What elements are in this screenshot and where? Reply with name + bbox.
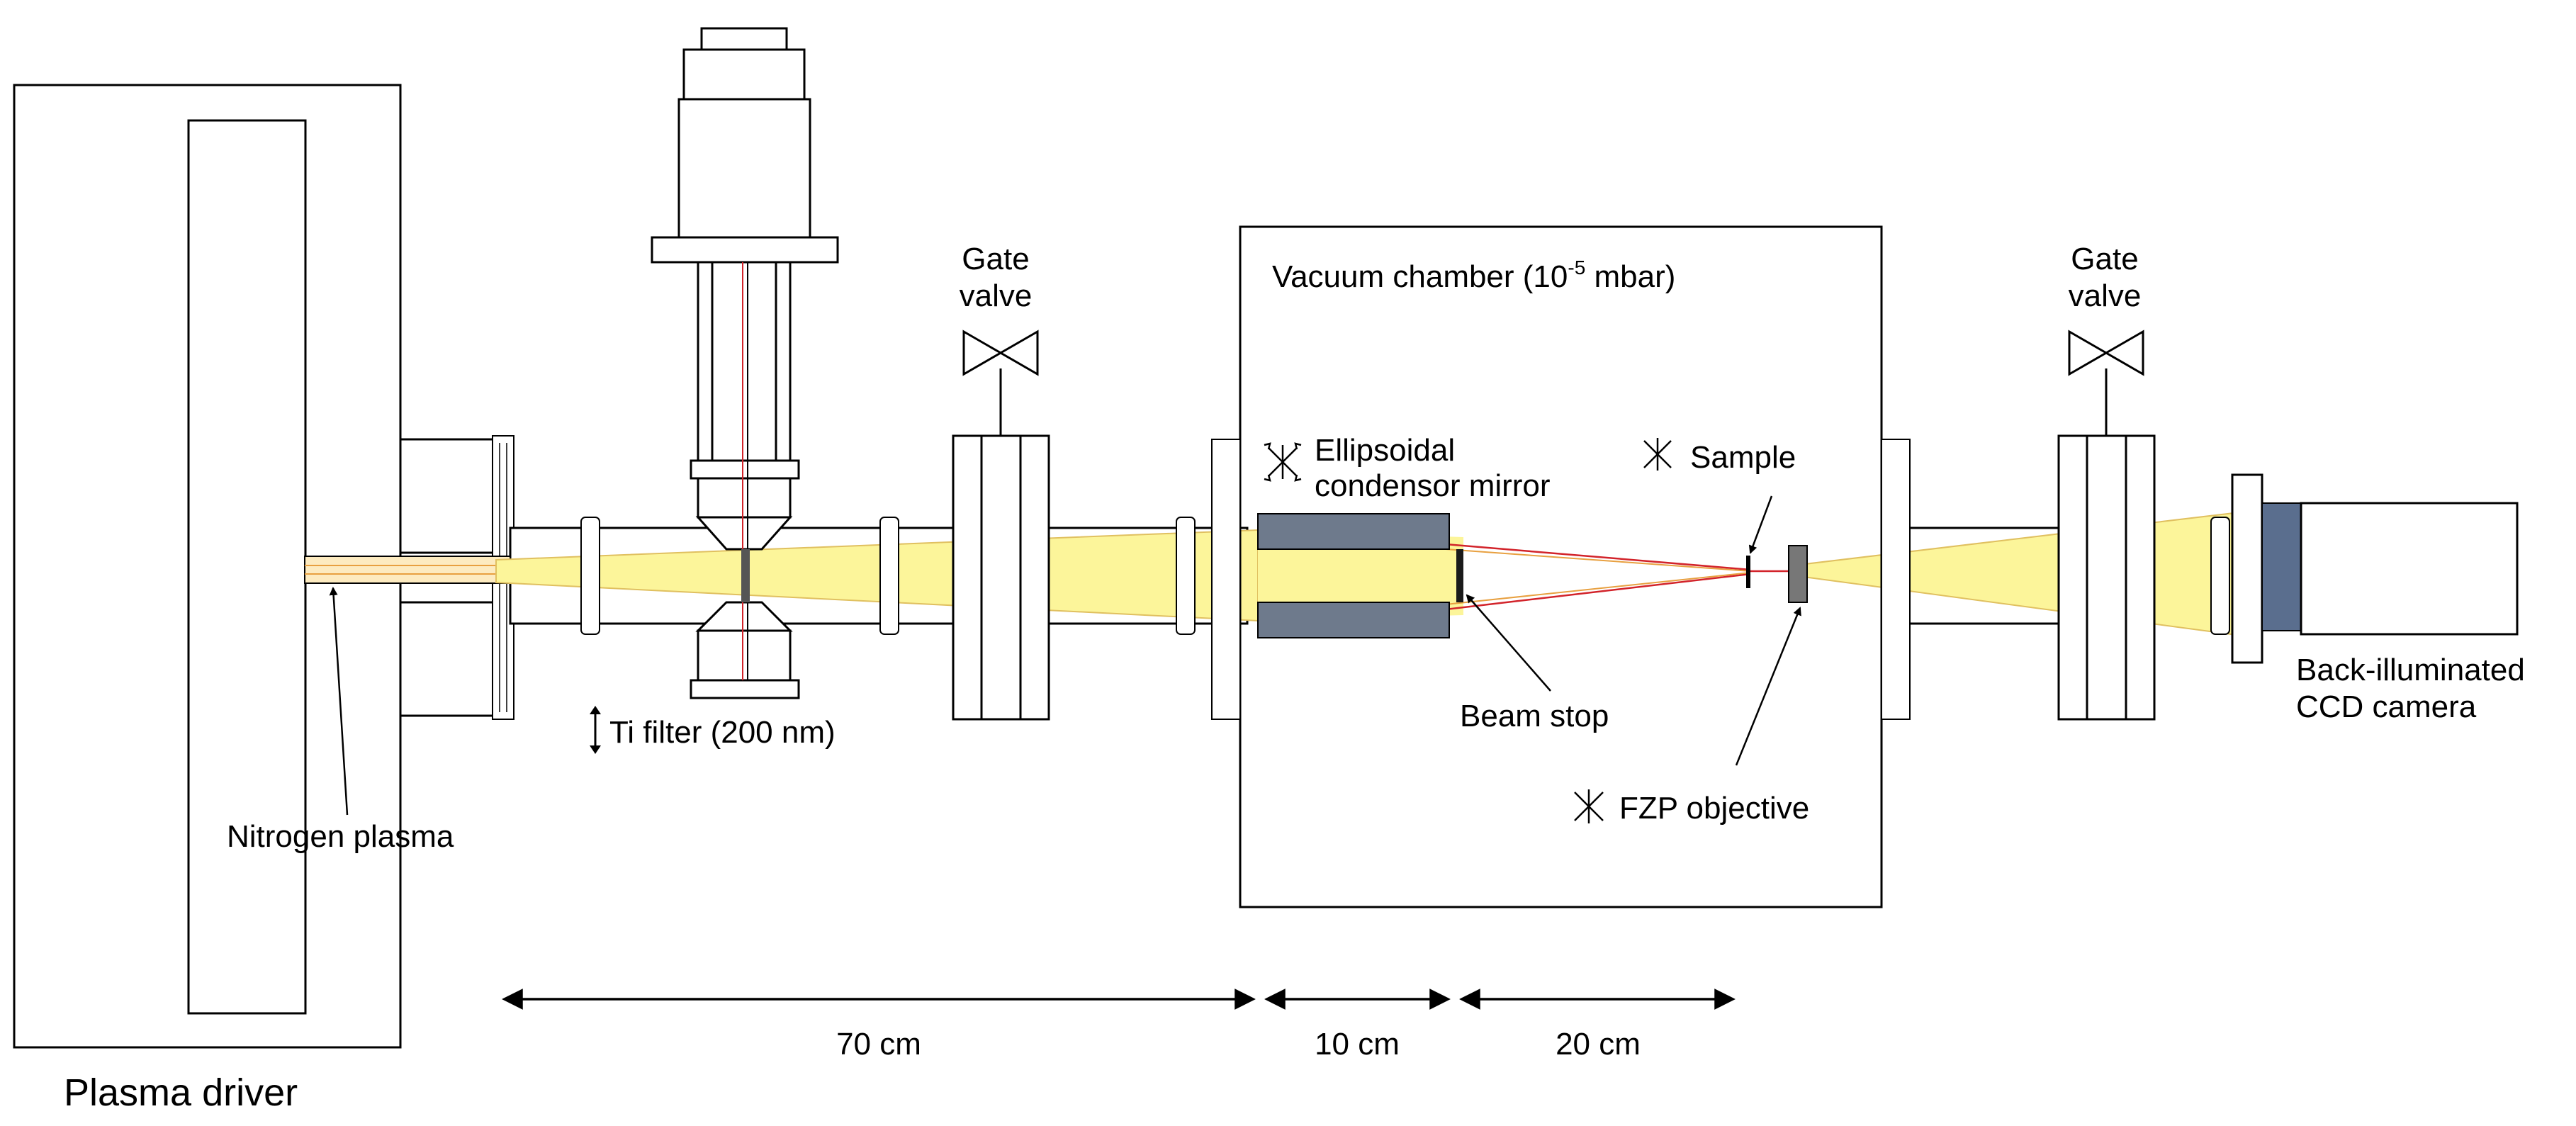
gate-valve-right	[2057, 330, 2156, 721]
fzp-objective	[1788, 545, 1808, 603]
nitrogen-plasma-hose	[304, 556, 511, 584]
sample-arrow	[1748, 495, 1773, 554]
dimension-label-20cm: 20 cm	[1556, 1027, 1641, 1062]
gate-valve-left-label-1: Gate	[962, 242, 1029, 276]
sample-motion-icon	[1643, 438, 1672, 471]
nitrogen-plasma-label: Nitrogen plasma	[227, 819, 454, 854]
ti-filter-label: Ti filter (200 nm)	[609, 715, 836, 750]
fzp-arrow	[1735, 607, 1801, 766]
dimension-label-10cm: 10 cm	[1315, 1027, 1400, 1062]
plasma-driver-label: Plasma driver	[64, 1071, 298, 1114]
vacuum-chamber	[1211, 225, 1911, 908]
ccd-camera	[2231, 473, 2519, 664]
nitrogen-plasma-arrow	[329, 587, 349, 816]
dimension-lines	[502, 989, 1736, 1010]
mirror-label-2: condensor mirror	[1315, 468, 1551, 503]
sample-label: Sample	[1690, 440, 1796, 475]
gate-valve-right-label-1: Gate	[2071, 242, 2138, 276]
ti-filter-arrow-icon	[590, 706, 601, 754]
mirror-label-1: Ellipsoidal	[1315, 433, 1455, 468]
fzp-motion-icon	[1574, 789, 1604, 823]
mirror-motion-icon	[1264, 442, 1302, 482]
beam-stop	[1456, 549, 1463, 602]
ellipsoidal-mirror	[1257, 513, 1450, 638]
ti-filter	[741, 549, 750, 602]
ccd-camera-label-1: Back-illuminated	[2296, 653, 2525, 687]
gate-valve-left	[952, 330, 1050, 721]
sample	[1746, 556, 1750, 588]
ccd-camera-label-2: CCD camera	[2296, 689, 2477, 724]
ti-filter-assembly	[651, 27, 839, 699]
beam-stop-arrow	[1466, 594, 1551, 692]
beam-stop-label: Beam stop	[1460, 699, 1609, 733]
gate-valve-left-label-2: valve	[960, 278, 1033, 313]
vacuum-chamber-label: Vacuum chamber (10-5 mbar)	[1272, 257, 1675, 294]
gate-valve-right-label-2: valve	[2069, 278, 2142, 313]
fzp-label: FZP objective	[1619, 791, 1809, 826]
dimension-label-70cm: 70 cm	[836, 1027, 921, 1062]
